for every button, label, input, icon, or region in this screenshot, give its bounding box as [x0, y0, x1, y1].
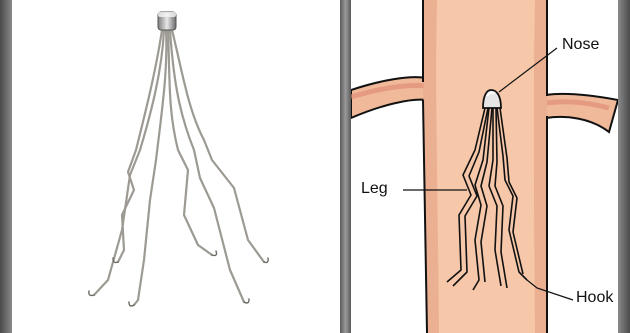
filter-diagram-panel: Nose Leg Hook [351, 0, 618, 333]
nose-label: Nose [562, 36, 599, 54]
leg-label: Leg [361, 180, 388, 198]
filter-photo-panel [12, 0, 340, 333]
panel-divider [340, 0, 351, 333]
hook-label: Hook [576, 289, 613, 307]
left-edge-shadow [0, 0, 12, 333]
vena-cava-filter-photo [12, 0, 340, 333]
main-vessel [423, 0, 547, 333]
right-edge-shadow [618, 0, 630, 333]
